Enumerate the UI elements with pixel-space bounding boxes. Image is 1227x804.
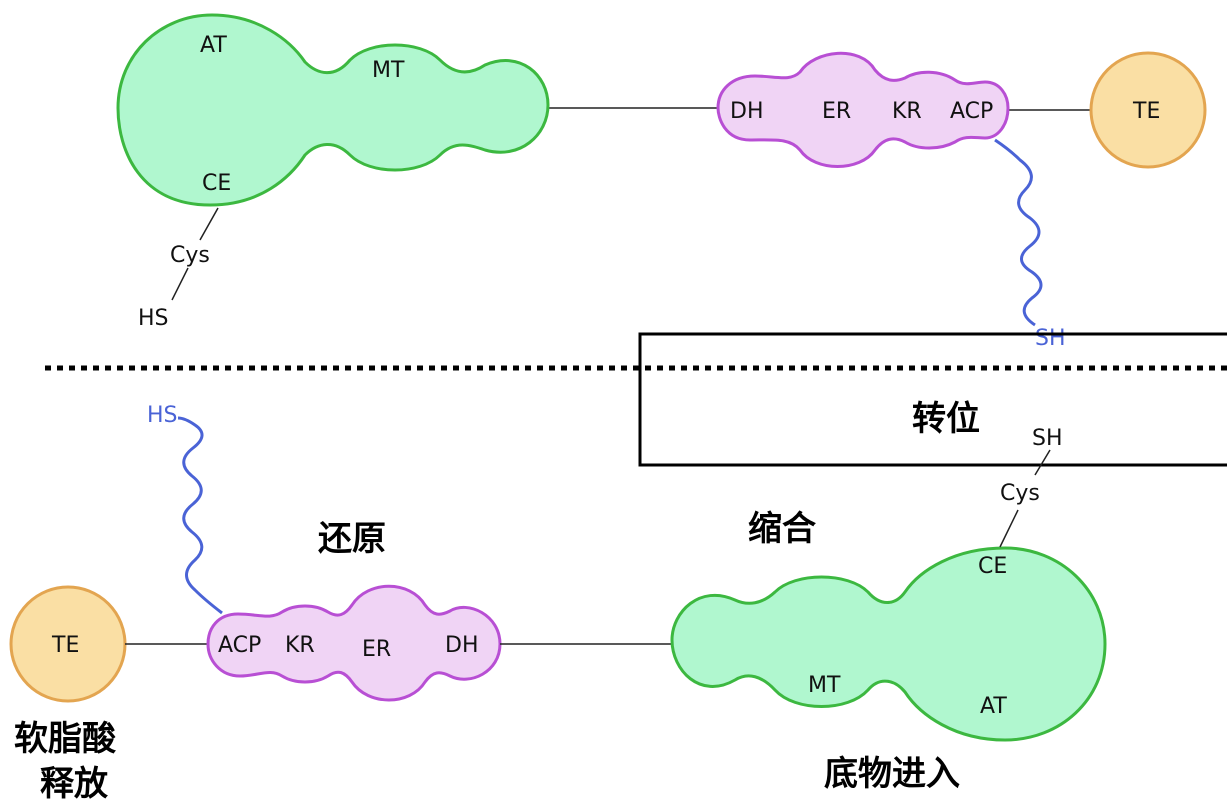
bottom-module: TE ACP KR ER DH HS CE MT AT Cys SH (9, 403, 1107, 742)
top-te-domain (1089, 51, 1207, 169)
top-module: AT MT CE Cys HS DH ER KR ACP SH TE (116, 13, 1207, 351)
top-hs-label: HS (138, 306, 169, 331)
top-dh-label: DH (730, 99, 763, 124)
top-cys-linker-upper (199, 207, 219, 241)
condensation-label: 缩合 (748, 509, 816, 549)
top-reduction-domain (716, 51, 1010, 168)
translocation-label: 转位 (912, 399, 980, 439)
bottom-acp-label: ACP (218, 633, 261, 658)
substrate-entry-label: 底物进入 (824, 754, 960, 794)
bottom-mt-label: MT (808, 673, 841, 698)
top-acp-label: ACP (950, 99, 993, 124)
reduction-label: 还原 (318, 519, 386, 559)
top-te-label: TE (1132, 99, 1160, 124)
palmitate-release-label-line2: 释放 (40, 764, 108, 804)
bottom-sh-label: SH (1032, 426, 1063, 451)
bottom-acp-hs-label: HS (147, 403, 178, 428)
top-at-label: AT (200, 33, 227, 58)
bottom-reduction-domain (206, 584, 502, 702)
bottom-acp-arm (177, 416, 223, 615)
bottom-cys-linker-upper (1034, 449, 1051, 476)
palmitate-release-label-line1: 软脂酸 (14, 719, 117, 759)
bottom-te-label: TE (51, 633, 79, 658)
bottom-dh-label: DH (445, 633, 478, 658)
bottom-cys-label: Cys (1000, 481, 1040, 506)
top-cys-label: Cys (170, 243, 210, 268)
bottom-er-label: ER (362, 637, 391, 662)
top-mt-label: MT (372, 58, 405, 83)
top-ks-mt-domain (116, 13, 550, 207)
top-kr-label: KR (892, 99, 922, 124)
top-er-label: ER (822, 99, 851, 124)
top-cys-linker-lower (171, 267, 189, 301)
bottom-ks-mt-domain (670, 546, 1107, 742)
top-acp-arm (994, 138, 1043, 327)
bottom-cys-linker-lower (999, 509, 1019, 548)
bottom-at-label: AT (980, 694, 1007, 719)
top-ce-label: CE (202, 171, 231, 196)
bottom-ce-label: CE (978, 554, 1007, 579)
translocation-box (638, 332, 1227, 467)
top-acp-sh-label: SH (1035, 326, 1066, 351)
bottom-kr-label: KR (285, 633, 315, 658)
